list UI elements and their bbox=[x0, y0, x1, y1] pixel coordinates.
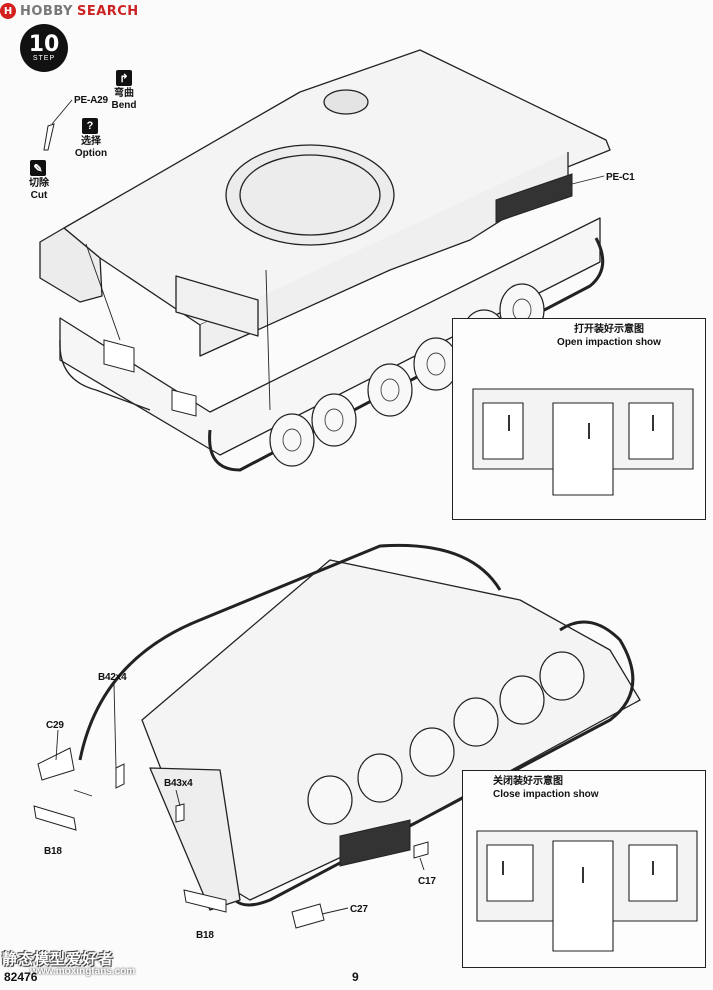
watermark-brand: HOBBY bbox=[20, 3, 73, 19]
pe-a29-part bbox=[43, 123, 55, 151]
legend-option-en: Option bbox=[74, 148, 108, 159]
site-watermark-url: www.moxingfans.com bbox=[30, 966, 136, 977]
label-b42: B42x4 bbox=[98, 672, 127, 683]
front-glacis bbox=[149, 767, 241, 911]
open-inset-title-cn: 打开装好示意图 bbox=[574, 324, 644, 335]
label-b18-left: B18 bbox=[44, 846, 62, 857]
label-pe-c1: PE-C1 bbox=[606, 172, 635, 183]
front-plate bbox=[339, 819, 411, 867]
b43-part bbox=[175, 803, 185, 823]
upper-hull-side bbox=[199, 152, 569, 357]
option-icon: ? bbox=[82, 118, 98, 134]
cut-icon: ✎ bbox=[30, 160, 46, 176]
b18-left-part bbox=[33, 805, 77, 831]
upper-hull-front bbox=[39, 227, 103, 303]
label-b18-bottom: B18 bbox=[196, 930, 214, 941]
hobbysearch-logo-icon: H bbox=[0, 3, 16, 19]
step-number: 10 bbox=[28, 31, 60, 57]
legend-cut: 切除 Cut bbox=[22, 178, 56, 202]
open-inset-drawing bbox=[472, 388, 694, 496]
rear-plate bbox=[175, 275, 259, 337]
legend-bend: 弯曲 Bend bbox=[108, 88, 140, 112]
site-watermark: 静态模型爱好者 bbox=[2, 951, 115, 968]
bend-icon: ↱ bbox=[116, 70, 132, 86]
c27-part bbox=[291, 903, 325, 929]
drivers-hatch bbox=[323, 89, 369, 115]
side-plate-1 bbox=[103, 339, 135, 373]
close-inset-title-en: Close impaction show bbox=[493, 789, 599, 800]
label-c17: C17 bbox=[418, 876, 436, 887]
road-wheel-3 bbox=[367, 363, 413, 417]
pe-c1-plate bbox=[495, 173, 573, 223]
open-inset-title-en: Open impaction show bbox=[557, 337, 661, 348]
track-run-upper bbox=[208, 237, 605, 472]
watermark-suffix: SEARCH bbox=[76, 3, 139, 19]
legend-cut-en: Cut bbox=[30, 190, 48, 201]
b42-part bbox=[115, 763, 125, 789]
legend-option: 选择 Option bbox=[74, 136, 108, 160]
label-c27: C27 bbox=[350, 904, 368, 915]
side-plate-2 bbox=[171, 389, 197, 417]
c29-part bbox=[37, 747, 75, 781]
close-inset-title: 关闭装好示意图 Close impaction show bbox=[493, 775, 705, 801]
c17-part bbox=[413, 841, 429, 859]
legend-bend-cn: 弯曲 bbox=[114, 88, 134, 99]
track-left bbox=[78, 543, 502, 761]
road-wheel-1 bbox=[269, 413, 315, 467]
b18-bottom-part bbox=[183, 889, 227, 913]
open-inset-title: 打开装好示意图 Open impaction show bbox=[513, 323, 705, 349]
close-inset-drawing bbox=[476, 830, 698, 952]
road-wheel-2 bbox=[311, 393, 357, 447]
open-impaction-inset: 打开装好示意图 Open impaction show bbox=[452, 318, 706, 520]
label-b43: B43x4 bbox=[164, 778, 193, 789]
turret-ring bbox=[225, 144, 395, 246]
step-badge: 10 STEP bbox=[20, 24, 68, 72]
kit-number: 82476 bbox=[4, 970, 38, 984]
label-c29: C29 bbox=[46, 720, 64, 731]
label-pe-a29: PE-A29 bbox=[74, 95, 108, 106]
close-inset-title-cn: 关闭装好示意图 bbox=[493, 776, 563, 787]
page-number: 9 bbox=[352, 970, 359, 984]
step-label: STEP bbox=[32, 54, 56, 62]
hobbysearch-watermark: H HOBBY SEARCH bbox=[0, 0, 139, 22]
legend-cut-cn: 切除 bbox=[29, 178, 49, 189]
close-impaction-inset: 关闭装好示意图 Close impaction show bbox=[462, 770, 706, 968]
lower-hull bbox=[59, 217, 601, 456]
legend-option-cn: 选择 bbox=[81, 136, 101, 147]
legend-bend-en: Bend bbox=[111, 100, 137, 111]
